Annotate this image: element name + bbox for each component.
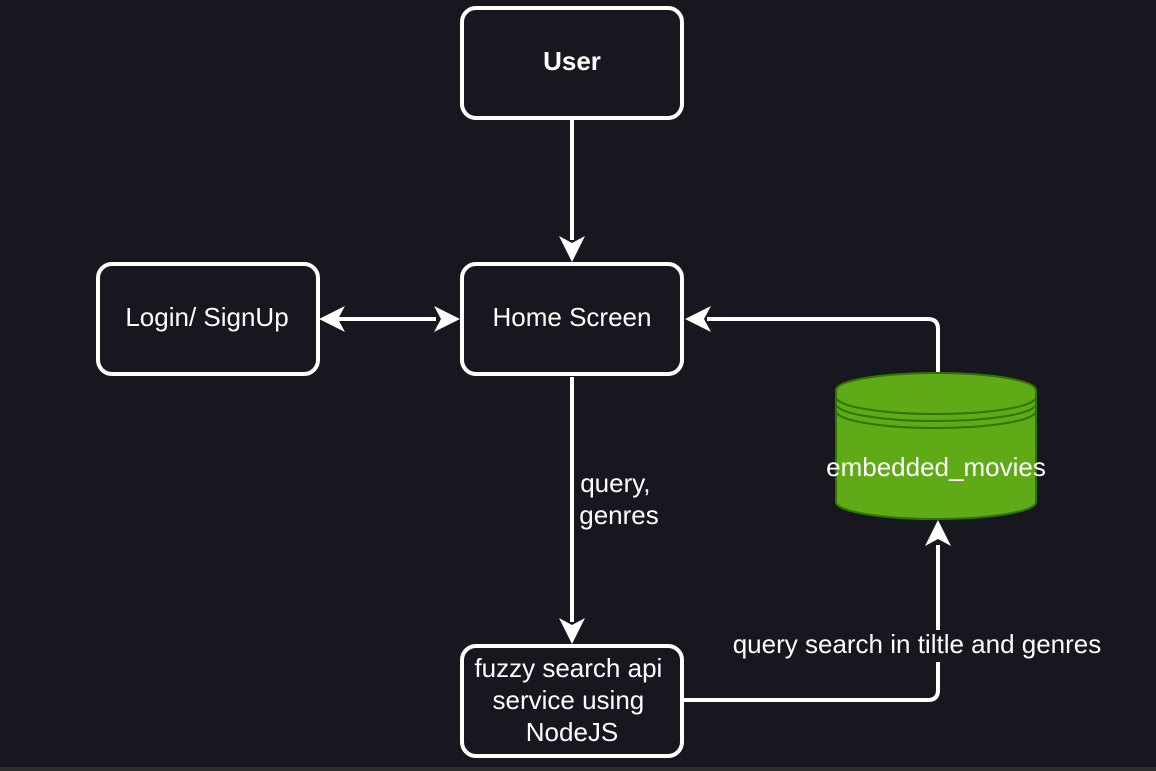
node-database: embedded_movies — [826, 372, 1046, 520]
database-body — [835, 372, 1037, 520]
node-fuzzy-search-line-1: fuzzy search api — [474, 653, 662, 683]
edge-database-to-home — [707, 317, 940, 372]
edge-label-genres: genres — [579, 500, 659, 530]
node-login-signup-label: Login/ SignUp — [125, 302, 288, 332]
bottom-bar — [0, 767, 1156, 771]
edges — [319, 120, 951, 702]
database-ring-1 — [835, 396, 1037, 415]
arrowhead-search-to-database — [925, 520, 951, 546]
arrowhead-user-to-home — [559, 236, 585, 262]
node-user-label: User — [543, 46, 601, 76]
node-fuzzy-search: fuzzy search api service using NodeJS — [460, 644, 684, 758]
node-home-screen-label: Home Screen — [493, 302, 652, 332]
arrowhead-database-to-home — [685, 306, 711, 332]
arrowhead-to-login — [319, 306, 345, 332]
database-ring-3 — [835, 410, 1037, 429]
edge-label-query-search: query search in tiltle and genres — [733, 629, 1102, 659]
database-ring-2 — [835, 403, 1037, 422]
node-fuzzy-search-label: fuzzy search api service using NodeJS — [474, 653, 669, 747]
node-user: User — [460, 6, 684, 120]
edge-label-query: query, — [580, 468, 650, 498]
edge-search-to-database — [684, 545, 940, 702]
node-fuzzy-search-line-2: service using — [493, 685, 645, 715]
node-database-label: embedded_movies — [826, 452, 1046, 482]
node-login-signup: Login/ SignUp — [96, 262, 320, 376]
arrowhead-home-to-search — [559, 618, 585, 644]
edge-label-home-to-search: query, genres — [576, 464, 666, 532]
node-fuzzy-search-line-3: NodeJS — [526, 717, 619, 747]
node-home-screen: Home Screen — [460, 262, 684, 376]
edge-label-search-to-database: query search in tiltle and genres — [722, 629, 1114, 662]
arrowhead-to-home — [434, 306, 460, 332]
svg-text:query, genres: query, genres — [579, 468, 659, 530]
